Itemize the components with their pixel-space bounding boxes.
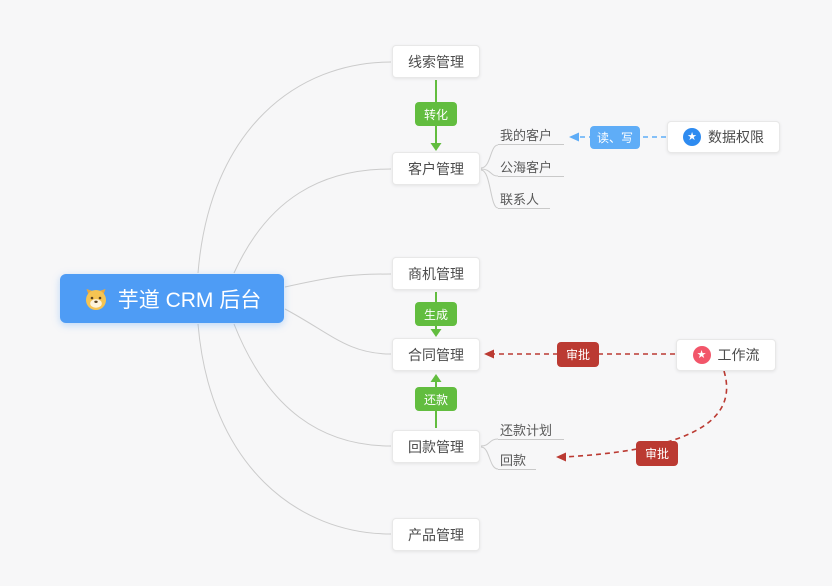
edge-customers-contacts bbox=[480, 169, 499, 209]
edge-center-leads bbox=[197, 61, 392, 274]
arrow-generate-head bbox=[430, 329, 442, 337]
subitem-payment-label: 回款 bbox=[500, 453, 527, 468]
subitem-repayment-plan[interactable]: 还款计划 bbox=[498, 420, 564, 440]
subitem-payment[interactable]: 回款 bbox=[498, 450, 536, 470]
badge-convert: 转化 bbox=[415, 102, 457, 126]
badge-approve-payment-label: 审批 bbox=[644, 447, 669, 461]
badge-generate-label: 生成 bbox=[423, 307, 448, 322]
arrow-approve-payment-line bbox=[563, 370, 728, 458]
edge-receivable-payment bbox=[480, 446, 499, 470]
node-customers[interactable]: 客户管理 bbox=[392, 152, 480, 185]
node-receivable-label: 回款管理 bbox=[408, 438, 464, 455]
node-opportunity-label: 商机管理 bbox=[408, 265, 464, 282]
node-data-permission-label: 数据权限 bbox=[708, 129, 764, 145]
node-data-permission[interactable]: ★ 数据权限 bbox=[667, 121, 780, 153]
arrow-convert-head bbox=[430, 143, 442, 151]
subitem-public-customers[interactable]: 公海客户 bbox=[498, 157, 564, 177]
node-crm-root[interactable]: 芋道 CRM 后台 bbox=[60, 274, 284, 323]
node-receivable[interactable]: 回款管理 bbox=[392, 430, 480, 463]
node-opportunity[interactable]: 商机管理 bbox=[392, 257, 480, 290]
edge-center-product bbox=[197, 323, 392, 535]
arrow-read-write-head bbox=[569, 132, 579, 142]
arrow-repay-head bbox=[430, 374, 442, 382]
badge-approve-contract-label: 审批 bbox=[565, 348, 590, 362]
badge-generate: 生成 bbox=[415, 302, 457, 326]
edge-center-receivable bbox=[233, 323, 392, 447]
node-leads[interactable]: 线索管理 bbox=[392, 45, 480, 78]
node-product-label: 产品管理 bbox=[408, 526, 464, 543]
edge-customers-my bbox=[480, 144, 499, 169]
badge-read-write: 读、写 bbox=[590, 126, 640, 149]
arrow-approve-contract-head bbox=[484, 349, 494, 359]
subitem-public-customers-label: 公海客户 bbox=[500, 160, 553, 175]
star-circle-icon: ★ bbox=[692, 346, 711, 364]
badge-repay: 还款 bbox=[415, 387, 457, 411]
node-contract-label: 合同管理 bbox=[408, 346, 464, 363]
subitem-contacts-label: 联系人 bbox=[500, 192, 540, 207]
edge-customers-public bbox=[480, 168, 499, 177]
node-workflow-label: 工作流 bbox=[717, 347, 760, 363]
subitem-repayment-plan-label: 还款计划 bbox=[500, 423, 553, 438]
center-node-label: 芋道 CRM 后台 bbox=[117, 288, 262, 312]
edge-center-opportunity bbox=[284, 273, 392, 288]
edge-receivable-plan bbox=[480, 438, 499, 447]
edge-center-customers bbox=[233, 168, 392, 274]
badge-repay-label: 还款 bbox=[423, 392, 448, 407]
node-product[interactable]: 产品管理 bbox=[392, 518, 480, 551]
node-workflow[interactable]: ★ 工作流 bbox=[676, 339, 776, 371]
subitem-my-customers[interactable]: 我的客户 bbox=[498, 125, 564, 145]
node-contract[interactable]: 合同管理 bbox=[392, 338, 480, 371]
star-circle-icon: ★ bbox=[683, 128, 701, 146]
node-customers-label: 客户管理 bbox=[408, 160, 464, 177]
badge-convert-label: 转化 bbox=[423, 107, 448, 122]
edge-center-contract bbox=[284, 308, 392, 355]
badge-approve-contract: 审批 bbox=[557, 342, 599, 367]
dog-face-icon bbox=[83, 286, 109, 312]
arrow-approve-payment-head bbox=[556, 452, 566, 462]
badge-approve-payment: 审批 bbox=[636, 441, 678, 466]
badge-read-write-label: 读、写 bbox=[596, 131, 633, 145]
subitem-contacts[interactable]: 联系人 bbox=[498, 189, 550, 209]
subitem-my-customers-label: 我的客户 bbox=[500, 128, 553, 143]
node-leads-label: 线索管理 bbox=[408, 53, 464, 70]
